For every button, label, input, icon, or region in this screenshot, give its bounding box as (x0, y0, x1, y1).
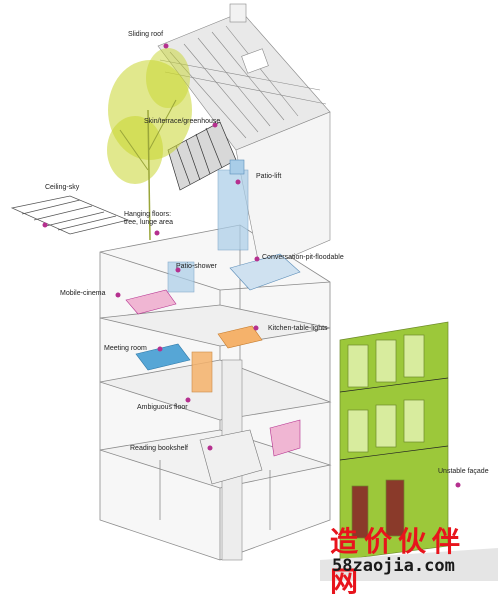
ceiling-sky-frame (10, 195, 130, 235)
label-markers (42, 43, 461, 488)
label-patio-lift: Patio-lift (256, 173, 282, 180)
label-conversation-pit: Conversation-pit-floodable (262, 254, 344, 261)
mobile-cinema-element (125, 289, 177, 315)
sliding-roof-drawing (157, 3, 331, 271)
label-mobile-cinema: Mobile-cinema (60, 290, 106, 297)
label-reading-bookshelf: Reading bookshelf (130, 445, 188, 452)
label-ceiling-sky: Ceiling-sky (45, 184, 80, 191)
facade-drawing (339, 321, 449, 561)
reading-bookshelf-element (199, 419, 301, 485)
architecture-axonometric-diagram: Sliding roof Skin/terrace/greenhouse Pat… (10, 3, 498, 598)
tree-drawing (107, 48, 192, 241)
label-unstable-facade: Unstable façade (438, 468, 489, 475)
ground-plane (320, 548, 498, 581)
diagram-artwork (10, 3, 498, 581)
label-meeting-room: Meeting room (104, 345, 147, 352)
label-skin-terrace-greenhouse: Skin/terrace/greenhouse (144, 118, 221, 125)
label-kitchen-table-lights: Kitchen-table-lights (268, 325, 328, 332)
kitchen-table-element (217, 325, 263, 349)
meeting-room-element (135, 343, 213, 393)
label-patio-shower: Patio-shower (176, 263, 217, 270)
label-hanging-floors: Hanging floors: tree, lunge area (124, 211, 174, 226)
label-sliding-roof: Sliding roof (128, 31, 164, 38)
watermark-url: 58zaojia.com (332, 556, 455, 576)
building-volume (99, 224, 332, 561)
hanging-floor-elements (167, 253, 301, 293)
label-ambiguous-floor: Ambiguous floor (137, 404, 188, 411)
